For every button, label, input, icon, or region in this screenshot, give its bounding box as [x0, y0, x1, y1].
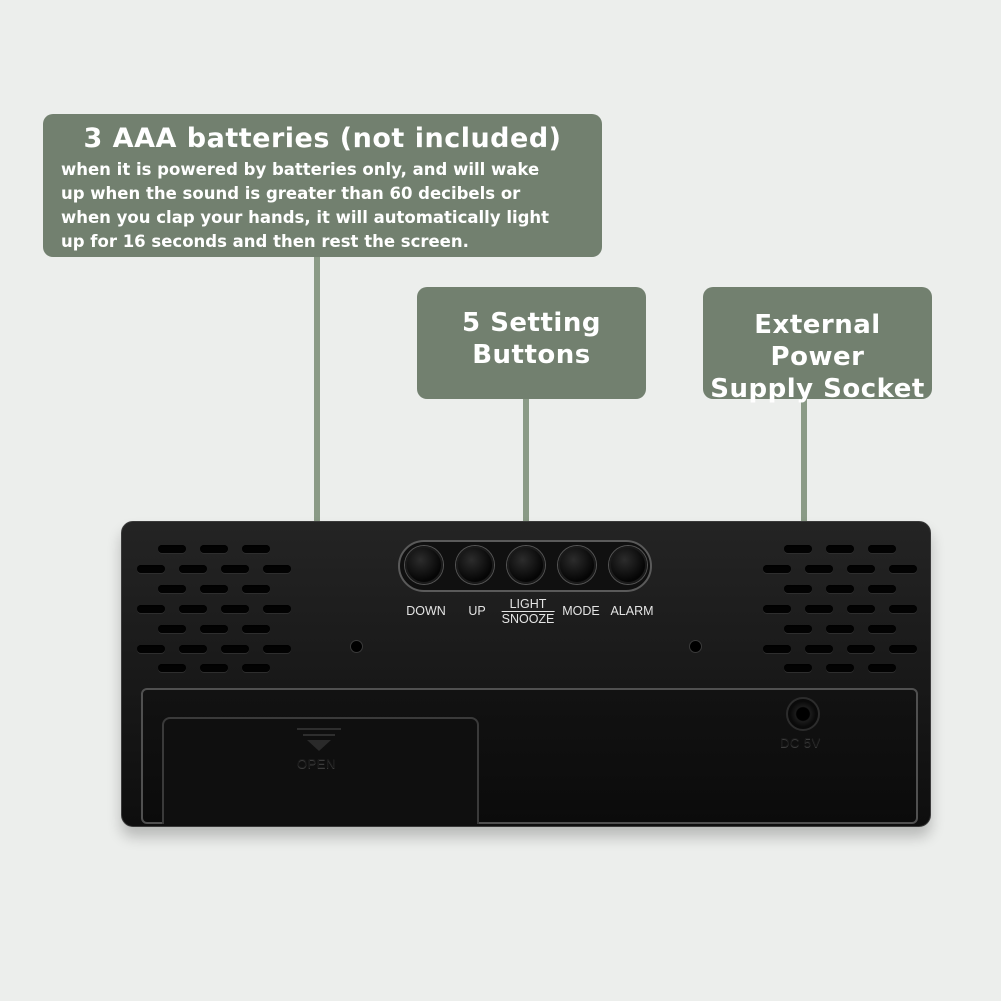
- speaker-slot: [137, 605, 165, 613]
- battery-door-label: OPEN: [297, 756, 336, 771]
- callout-batteries: 3 AAA batteries (not included) when it i…: [43, 114, 602, 257]
- mode-button[interactable]: [558, 546, 596, 584]
- speaker-slot: [158, 625, 186, 633]
- up-button[interactable]: [456, 546, 494, 584]
- speaker-slot: [200, 625, 228, 633]
- speaker-slot: [221, 605, 249, 613]
- callout-batteries-line: up for 16 seconds and then rest the scre…: [61, 232, 469, 251]
- speaker-slot: [221, 645, 249, 653]
- speaker-slot: [847, 645, 875, 653]
- speaker-slot: [158, 585, 186, 593]
- dc-socket-label: DC 5V: [780, 735, 821, 750]
- speaker-slot: [826, 585, 854, 593]
- speaker-slot: [200, 585, 228, 593]
- speaker-slot: [784, 585, 812, 593]
- speaker-slot: [868, 625, 896, 633]
- callout-socket-line: Supply Socket: [710, 374, 925, 404]
- snooze-label: SNOOZE: [501, 612, 555, 626]
- light-snooze-button[interactable]: [507, 546, 545, 584]
- speaker-slot: [868, 585, 896, 593]
- speaker-slot: [784, 625, 812, 633]
- callout-batteries-line: when it is powered by batteries only, an…: [61, 160, 540, 179]
- light-label: LIGHT: [501, 597, 555, 612]
- callout-batteries-line: up when the sound is greater than 60 dec…: [61, 184, 521, 203]
- callout-setting-buttons: 5 Setting Buttons: [417, 287, 646, 399]
- callout-power-socket: External Power Supply Socket: [703, 287, 932, 404]
- speaker-slot: [763, 565, 791, 573]
- speaker-slot: [805, 565, 833, 573]
- callout-batteries-title: 3 AAA batteries (not included): [83, 123, 562, 154]
- callout-buttons-line: 5 Setting: [462, 308, 601, 338]
- speaker-slot: [847, 565, 875, 573]
- leader-line-buttons: [523, 398, 529, 534]
- speaker-slot: [805, 645, 833, 653]
- speaker-slot: [763, 605, 791, 613]
- speaker-slot: [242, 664, 270, 672]
- speaker-slot: [826, 625, 854, 633]
- mode-label: MODE: [562, 604, 600, 618]
- alarm-button[interactable]: [609, 546, 647, 584]
- speaker-slot: [179, 605, 207, 613]
- screw-hole-right: [690, 641, 701, 652]
- speaker-slot: [242, 625, 270, 633]
- callout-buttons-line: Buttons: [472, 340, 591, 370]
- speaker-slot: [784, 664, 812, 672]
- callout-batteries-line: when you clap your hands, it will automa…: [61, 208, 550, 227]
- speaker-slot: [889, 565, 917, 573]
- speaker-slot: [137, 645, 165, 653]
- speaker-slot: [200, 545, 228, 553]
- speaker-slot: [179, 565, 207, 573]
- speaker-slot: [763, 645, 791, 653]
- speaker-slot: [263, 605, 291, 613]
- speaker-slot: [805, 605, 833, 613]
- speaker-slot: [200, 664, 228, 672]
- callout-batteries-body: when it is powered by batteries only, an…: [61, 158, 584, 254]
- speaker-slot: [826, 545, 854, 553]
- speaker-slot: [179, 645, 207, 653]
- callout-socket-line: External Power: [754, 310, 881, 372]
- speaker-slot: [889, 645, 917, 653]
- speaker-slot: [784, 545, 812, 553]
- speaker-slot: [221, 565, 249, 573]
- leader-line-batteries: [314, 256, 320, 740]
- screw-hole-left: [351, 641, 362, 652]
- speaker-slot: [158, 545, 186, 553]
- alarm-label: ALARM: [610, 604, 654, 618]
- speaker-slot: [847, 605, 875, 613]
- speaker-slot: [868, 545, 896, 553]
- speaker-slot: [158, 664, 186, 672]
- speaker-slot: [263, 565, 291, 573]
- down-label: DOWN: [406, 604, 446, 618]
- light-snooze-label: LIGHT SNOOZE: [501, 597, 555, 626]
- up-label: UP: [468, 604, 486, 618]
- speaker-slot: [868, 664, 896, 672]
- speaker-slot: [242, 585, 270, 593]
- dc-power-socket[interactable]: [786, 697, 820, 731]
- speaker-slot: [242, 545, 270, 553]
- open-arrow-icon: [297, 728, 341, 751]
- speaker-slot: [263, 645, 291, 653]
- speaker-slot: [137, 565, 165, 573]
- speaker-slot: [826, 664, 854, 672]
- down-button[interactable]: [405, 546, 443, 584]
- speaker-slot: [889, 605, 917, 613]
